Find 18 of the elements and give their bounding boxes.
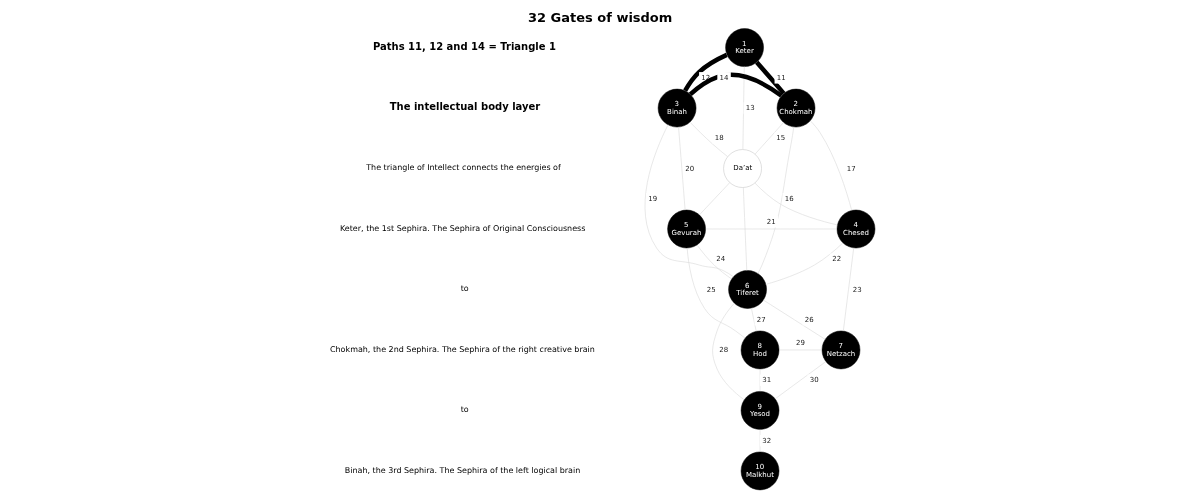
connector: [686, 247, 745, 339]
connector: [754, 122, 784, 155]
connector: [677, 126, 685, 211]
label: The intellectual body layer: [389, 101, 540, 113]
connector: [711, 303, 744, 401]
connector: [754, 60, 785, 95]
label: Paths 11, 12 and 14 = Triangle 1: [372, 40, 556, 52]
connector: [762, 299, 825, 340]
connector: [682, 52, 728, 92]
connector: [742, 187, 747, 271]
connector: [644, 124, 734, 278]
connector: [698, 182, 730, 216]
diagram-title: 32 Gates of wisdom: [527, 10, 672, 25]
connector: [750, 307, 756, 332]
connector: [842, 247, 854, 332]
connector: [774, 361, 826, 400]
connector: [696, 244, 732, 280]
connector: [809, 120, 852, 211]
